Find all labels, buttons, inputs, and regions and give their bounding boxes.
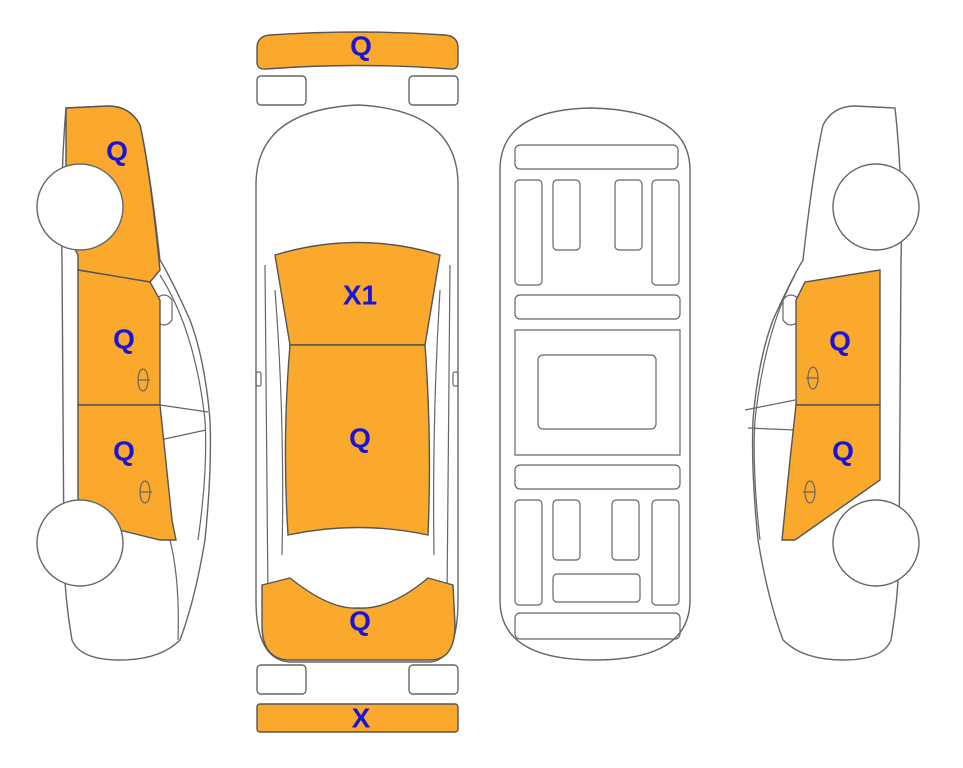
- right-front-door-handle: [806, 366, 819, 390]
- left-front-door-handle: [137, 368, 150, 392]
- label-right-rear-door: Q: [832, 436, 854, 467]
- label-left-front-door: Q: [113, 324, 135, 355]
- underside-part-2: [514, 179, 543, 286]
- right-rear-door-panel[interactable]: [781, 404, 881, 541]
- top-view: X1 Q Q: [255, 104, 459, 663]
- left-headlight: [256, 75, 307, 106]
- left-pillar-line: [159, 404, 209, 441]
- left-rear-line: [169, 539, 179, 641]
- underside-part-13: [651, 499, 680, 606]
- top-left-side-line: [264, 264, 284, 601]
- underside-part-14: [552, 573, 641, 603]
- underside-part-11: [552, 499, 581, 561]
- left-front-wheel: [36, 163, 124, 251]
- rear-bumper-area: X: [256, 664, 459, 734]
- underside-part-7: [514, 329, 681, 456]
- right-window-line: [753, 274, 796, 541]
- underside-outline: [499, 107, 691, 661]
- right-headlight: [408, 75, 459, 106]
- left-side-view: Q Q Q: [36, 105, 212, 661]
- label-roof: Q: [349, 423, 371, 454]
- right-rear-wheel: [832, 499, 920, 587]
- trunk-panel[interactable]: [261, 577, 456, 661]
- roof-panel[interactable]: [284, 344, 431, 536]
- right-side-view: Q Q: [744, 105, 920, 661]
- label-right-front-door: Q: [829, 326, 851, 357]
- right-taillight: [408, 664, 459, 695]
- underside-part-3: [552, 179, 581, 251]
- label-rear-bumper: X: [352, 703, 371, 734]
- label-front-bumper: Q: [350, 31, 372, 62]
- underside-part-10: [514, 499, 543, 606]
- label-left-front-fender: Q: [106, 136, 128, 167]
- underside-part-8: [537, 354, 657, 430]
- front-bumper-panel[interactable]: [256, 31, 459, 70]
- right-rear-door-handle: [803, 480, 816, 504]
- underside-part-12: [611, 499, 640, 561]
- right-pillar-line: [744, 399, 796, 431]
- underside-part-4: [614, 179, 643, 251]
- left-rear-door-handle: [139, 480, 152, 504]
- windshield-panel[interactable]: [274, 241, 441, 346]
- top-right-mirror: [452, 371, 459, 387]
- underside-view: [499, 107, 691, 661]
- left-rear-wheel: [36, 499, 124, 587]
- underside-part-5: [651, 179, 680, 286]
- label-left-rear-door: Q: [113, 436, 135, 467]
- top-right-side-line: [433, 264, 451, 601]
- underside-part-9: [514, 464, 681, 490]
- underside-part-15: [514, 612, 681, 640]
- top-left-mirror: [255, 371, 262, 387]
- label-trunk: Q: [349, 606, 371, 637]
- front-bumper-area: Q: [256, 31, 459, 106]
- left-taillight: [256, 664, 307, 695]
- left-window-line: [159, 274, 207, 541]
- underside-part-1: [514, 144, 679, 170]
- rear-bumper-panel[interactable]: [256, 703, 459, 733]
- right-front-wheel: [832, 163, 920, 251]
- label-windshield: X1: [343, 280, 377, 311]
- underside-part-6: [514, 294, 681, 320]
